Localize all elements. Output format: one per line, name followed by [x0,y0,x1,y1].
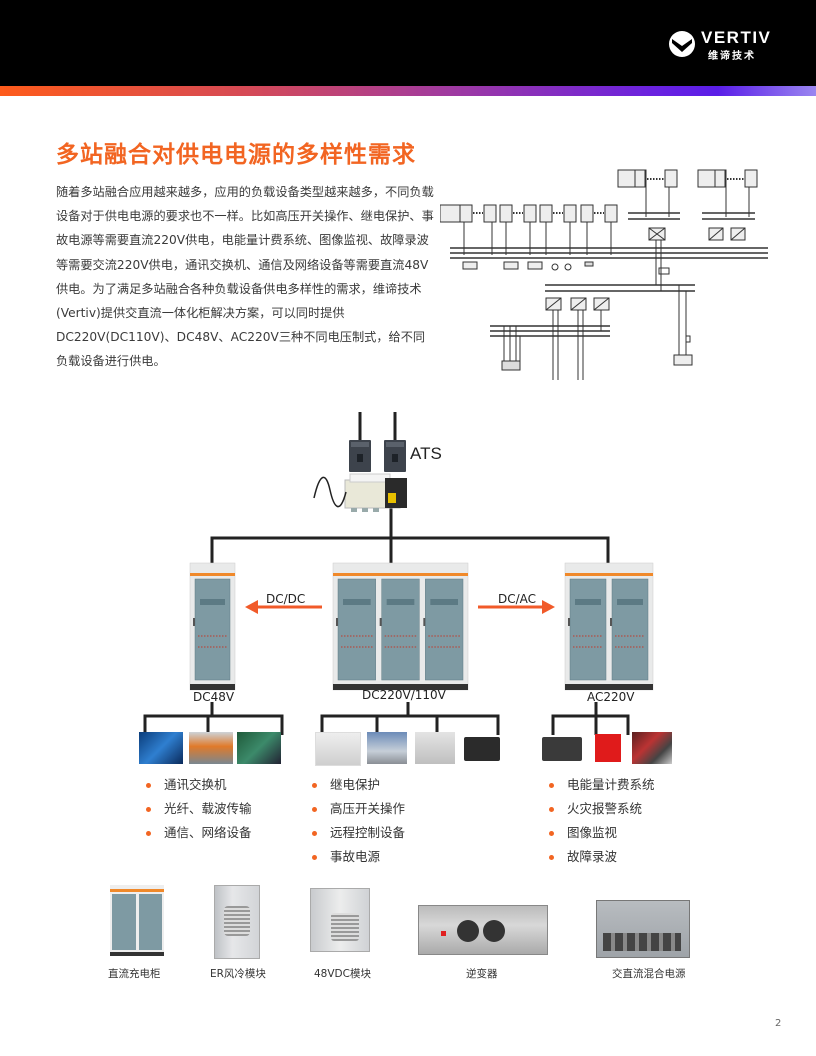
breaker-1 [349,440,371,472]
bullet-icon [549,831,554,836]
thumb-energy-meter [542,737,582,761]
vertiv-logo-icon [669,31,695,57]
bullet-icon [312,831,317,836]
thumb-fiber-transmission [189,732,233,764]
product-er-module [214,885,260,959]
bullet-icon [312,807,317,812]
thumb-network-device [237,732,281,764]
bullet-icon [312,783,317,788]
arrow-dcac [478,600,555,614]
bullet-icon [549,807,554,812]
ats-label: ATS [410,444,442,463]
product-hybrid-power [596,900,690,958]
load-list-dc220v: 继电保护 高压开关操作 远程控制设备 事故电源 [312,773,405,869]
list-item: 通讯交换机 [146,773,252,797]
cabinet-door [194,578,231,681]
product-label-dc-charging-cabinet: 直流充电柜 [108,968,161,980]
schematic-cabinets-row [440,204,618,223]
bullet-icon [146,783,151,788]
page-title: 多站融合对供电电源的多样性需求 [56,142,416,168]
product-inverter [418,905,548,955]
cabinet-door [337,578,376,681]
list-item: 通信、网络设备 [146,821,252,845]
product-label-er-module: ER风冷模块 [210,968,266,980]
accent-gradient-bar [0,86,816,96]
cabinet-label-dc48v: DC48V [193,690,235,704]
cabinet-label-ac220v: AC220V [587,690,635,704]
bullet-icon [146,831,151,836]
brand-subtitle: 维谛技术 [708,51,756,62]
dcdc-label: DC/DC [266,592,306,606]
list-item: 事故电源 [312,845,405,869]
bullet-icon [549,783,554,788]
product-label-hybrid-power: 交直流混合电源 [612,968,686,980]
list-item: 故障录波 [549,845,655,869]
bullet-icon [312,855,317,860]
power-schematic-diagram [440,169,768,380]
cabinet-door [381,578,420,681]
cabinet-dc48v [189,562,236,691]
thumb-network-switch [139,732,183,764]
arrow-dcdc [245,600,322,614]
product-dc-charging-cabinet [110,885,164,956]
ats-switch [344,473,407,512]
page-header: VERTIV 维谛技术 [0,0,816,86]
thumb-video-monitor [632,732,672,764]
cabinet-door [425,578,464,681]
brand-name: VERTIV [701,28,772,47]
thumb-remote-control [415,732,455,764]
thumb-fire-alarm [595,734,621,762]
list-item: 图像监视 [549,821,655,845]
cabinet-label-dc220v: DC220V/110V [362,688,446,702]
list-item: 继电保护 [312,773,405,797]
cabinet-door [611,578,649,681]
list-item: 远程控制设备 [312,821,405,845]
cabinet-dc220v [332,562,469,691]
list-item: 光纤、载波传输 [146,797,252,821]
load-list-ac220v: 电能量计费系统 火灾报警系统 图像监视 故障录波 [549,773,655,869]
product-label-inverter: 逆变器 [466,968,498,980]
load-list-dc48v: 通讯交换机 光纤、载波传输 通信、网络设备 [146,773,252,845]
bullet-icon [549,855,554,860]
dcac-label: DC/AC [498,592,537,606]
thumb-emergency-power [464,737,500,761]
list-item: 电能量计费系统 [549,773,655,797]
thumb-hv-switch [367,732,407,764]
product-label-48vdc-module: 48VDC模块 [314,968,371,980]
breaker-2 [384,440,406,472]
intro-paragraph: 随着多站融合应用越来越多，应用的负载设备类型越来越多，不同负载设备对于供电电源的… [56,185,434,369]
cabinet-door [569,578,607,681]
page-number: 2 [775,1018,782,1029]
power-distribution-diagram [143,412,654,735]
distribution-bus [210,536,610,568]
list-item: 高压开关操作 [312,797,405,821]
thumb-relay-protection [315,732,361,766]
product-48vdc-module [310,888,370,952]
bullet-icon [146,807,151,812]
cabinet-ac220v [564,562,654,691]
ac-sine-icon [313,476,347,508]
list-item: 火灾报警系统 [549,797,655,821]
vertiv-logo: VERTIV 维谛技术 [668,28,808,62]
